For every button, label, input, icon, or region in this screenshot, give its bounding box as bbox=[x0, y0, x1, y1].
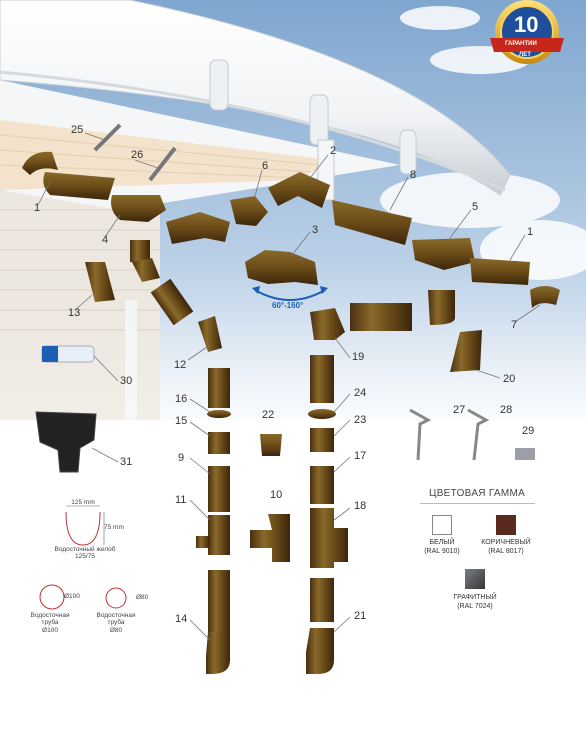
part-label-13: 13 bbox=[68, 307, 81, 319]
color-white-ral: (RAL 9010) bbox=[424, 548, 460, 555]
part-label-10: 10 bbox=[270, 489, 283, 501]
badge-line1: ГАРАНТИИ bbox=[505, 41, 537, 47]
part-label-28: 28 bbox=[500, 404, 513, 416]
gutter-width-label: 125 mm bbox=[71, 499, 95, 506]
gutter-caption: Водосточный желоб 125/75 bbox=[54, 546, 116, 561]
color-white-name: БЕЛЫЙ bbox=[429, 539, 455, 546]
part-label-2: 2 bbox=[330, 145, 337, 157]
pipe80-dim: Ø80 bbox=[136, 594, 149, 601]
gutter-parts bbox=[22, 123, 560, 308]
part-label-21: 21 bbox=[354, 610, 367, 622]
part-label-5: 5 bbox=[472, 201, 479, 213]
color-range-title: ЦВЕТОВАЯ ГАММА bbox=[429, 488, 526, 499]
accessories bbox=[35, 345, 535, 473]
part-label-25: 25 bbox=[71, 124, 84, 136]
part-label-17: 17 bbox=[354, 450, 367, 462]
part-label-11: 11 bbox=[175, 494, 187, 506]
part-label-20: 20 bbox=[503, 373, 516, 385]
swatch-brown bbox=[496, 515, 516, 535]
color-graphite-ral: (RAL 7024) bbox=[457, 603, 493, 610]
part-label-1-left: 1 bbox=[34, 202, 41, 214]
angle-label: 60°-160° bbox=[272, 301, 304, 310]
spec-diagrams bbox=[39, 505, 127, 610]
part-label-3: 3 bbox=[312, 224, 319, 236]
part-label-26: 26 bbox=[131, 149, 144, 161]
part-label-30: 30 bbox=[120, 375, 133, 387]
part-label-22: 22 bbox=[262, 409, 275, 421]
part-label-12: 12 bbox=[174, 359, 187, 371]
white-gutter bbox=[0, 0, 511, 201]
part-label-18: 18 bbox=[354, 500, 367, 512]
part-label-1-right: 1 bbox=[527, 226, 534, 238]
badge-line2: ЛЕТ bbox=[519, 52, 531, 58]
part-label-24: 24 bbox=[354, 387, 367, 399]
color-brown-ral: (RAL 8017) bbox=[488, 548, 524, 555]
part-label-9: 9 bbox=[178, 452, 185, 464]
part-label-23: 23 bbox=[354, 414, 367, 426]
pipe80-caption: Водосточная труба Ø80 bbox=[96, 612, 136, 634]
pipe100-dim: Ø100 bbox=[64, 593, 80, 600]
part-label-29: 29 bbox=[522, 425, 535, 437]
warranty-badge bbox=[490, 0, 564, 64]
swatch-graphite bbox=[465, 569, 485, 589]
part-label-14: 14 bbox=[175, 613, 188, 625]
pipe-column-right bbox=[306, 290, 482, 674]
part-label-8: 8 bbox=[410, 169, 417, 181]
color-graphite-name: ГРАФИТНЫЙ bbox=[453, 594, 497, 601]
leader-lines bbox=[37, 132, 541, 641]
color-brown-name: КОРИЧНЕВЫЙ bbox=[481, 539, 531, 546]
part-label-31: 31 bbox=[120, 456, 133, 468]
part-label-4: 4 bbox=[102, 234, 109, 246]
part-label-6: 6 bbox=[262, 160, 269, 172]
color-range-divider bbox=[420, 503, 535, 504]
part-label-16: 16 bbox=[175, 393, 188, 405]
pipe100-caption: Водосточная труба Ø100 bbox=[30, 612, 70, 634]
part-label-19: 19 bbox=[352, 351, 365, 363]
gutter-height-label: 75 mm bbox=[104, 524, 124, 531]
swatch-white bbox=[432, 515, 452, 535]
badge-number: 10 bbox=[514, 12, 539, 37]
part-label-15: 15 bbox=[175, 415, 188, 427]
part-label-27: 27 bbox=[453, 404, 466, 416]
part-label-7: 7 bbox=[511, 319, 518, 331]
pipe-column-left bbox=[85, 240, 290, 674]
